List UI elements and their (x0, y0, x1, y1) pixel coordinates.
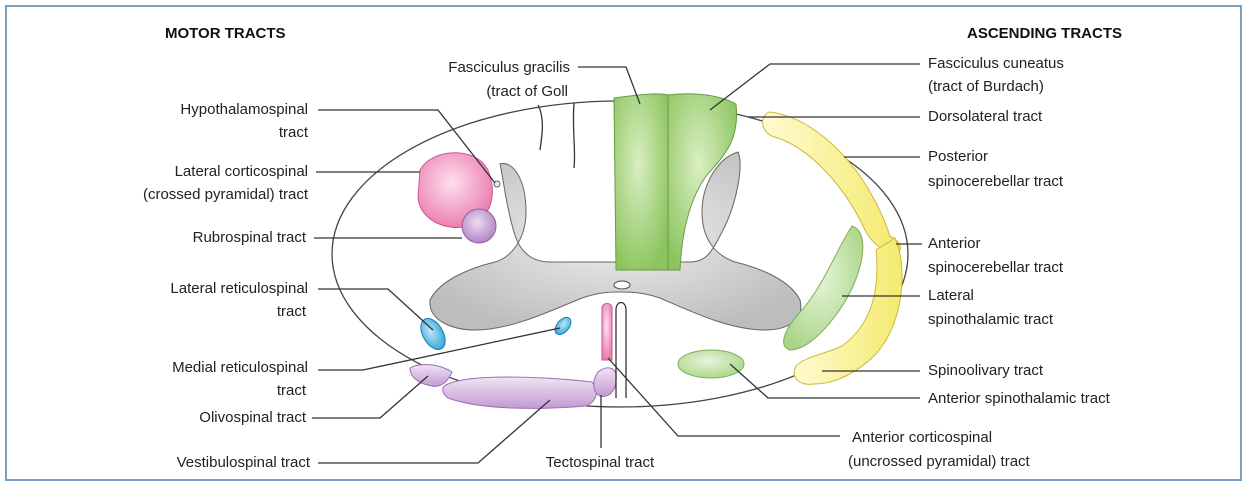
label-vestibulospinal: Vestibulospinal tract (177, 454, 311, 471)
label-anterior-spinocerebellar-2: spinocerebellar tract (928, 259, 1064, 276)
label-anterior-spinocerebellar-1: Anterior (928, 235, 981, 252)
label-hypothalamospinal-1: Hypothalamospinal (180, 101, 308, 118)
label-anterior-corticospinal-2: (uncrossed pyramidal) tract (848, 453, 1031, 470)
label-lateral-spinothalamic-1: Lateral (928, 287, 974, 304)
label-fasciculus-gracilis-2: (tract of Goll (486, 83, 568, 100)
leader-fasciculus-cuneatus (710, 64, 920, 110)
label-posterior-spinocerebellar-2: spinocerebellar tract (928, 173, 1064, 190)
label-tectospinal: Tectospinal tract (546, 454, 655, 471)
label-lateral-spinothalamic-2: spinothalamic tract (928, 311, 1054, 328)
vestibulospinal-region (443, 377, 597, 408)
label-lateral-corticospinal-2: (crossed pyramidal) tract (143, 186, 309, 203)
label-spinoolivary: Spinoolivary tract (928, 362, 1044, 379)
leader-vestibulospinal (318, 400, 550, 463)
ascending-tracts-header: ASCENDING TRACTS (967, 25, 1122, 42)
label-fasciculus-gracilis-1: Fasciculus gracilis (448, 59, 570, 76)
motor-tracts-header: MOTOR TRACTS (165, 25, 286, 42)
label-hypothalamospinal-2: tract (279, 124, 309, 141)
label-fasciculus-cuneatus-1: Fasciculus cuneatus (928, 55, 1064, 72)
label-lateral-reticulospinal-2: tract (277, 303, 307, 320)
label-olivospinal: Olivospinal tract (199, 409, 307, 426)
central-canal (614, 281, 630, 289)
label-fasciculus-cuneatus-2: (tract of Burdach) (928, 78, 1044, 95)
label-lateral-reticulospinal-1: Lateral reticulospinal (170, 280, 308, 297)
anterior-spinothalamic-region (678, 350, 744, 378)
label-medial-reticulospinal-2: tract (277, 382, 307, 399)
label-medial-reticulospinal-1: Medial reticulospinal (172, 359, 308, 376)
label-rubrospinal: Rubrospinal tract (193, 229, 307, 246)
fasciculus-gracilis-region (614, 94, 668, 270)
anterior-corticospinal-region (602, 304, 612, 361)
leader-olivospinal (312, 376, 428, 418)
label-dorsolateral: Dorsolateral tract (928, 108, 1043, 125)
label-lateral-corticospinal-1: Lateral corticospinal (175, 163, 308, 180)
label-posterior-spinocerebellar-1: Posterior (928, 148, 988, 165)
rubrospinal-region (462, 209, 496, 243)
label-anterior-spinothalamic: Anterior spinothalamic tract (928, 390, 1111, 407)
label-anterior-corticospinal-1: Anterior corticospinal (852, 429, 992, 446)
